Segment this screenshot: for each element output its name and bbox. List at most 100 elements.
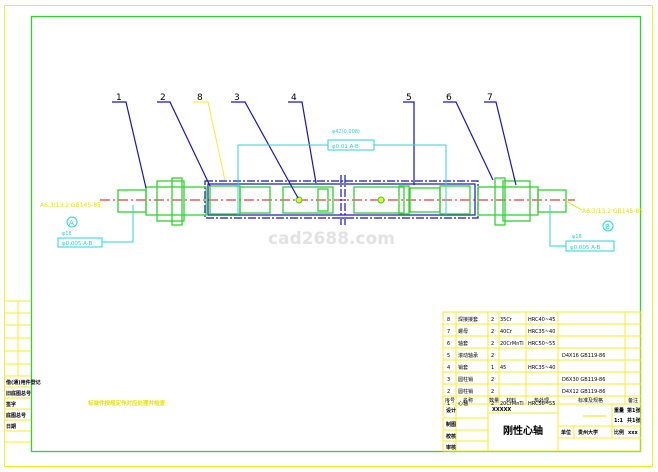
svg-text:热处理: 热处理	[534, 397, 549, 404]
balloon-4: 4	[291, 93, 297, 103]
bom-cell-material: 35Cr	[500, 317, 513, 323]
bom-cell-material: 20CrMnTi	[500, 341, 524, 347]
strip-label: 日期	[6, 423, 16, 430]
svg-text:φ0.005 A-B: φ0.005 A-B	[62, 241, 93, 247]
strip-label: 借(通)用件登记	[5, 379, 41, 386]
inner-frame	[30, 15, 642, 453]
bom-row: 6 轴套 2 20CrMnTi HRC50~55	[447, 340, 555, 347]
balloon-8: 8	[197, 93, 203, 103]
tech-note: 标准件按规定作对应处理并检查	[87, 399, 166, 407]
svg-text:φ18: φ18	[572, 234, 582, 240]
bom-cell-name: 滚动轴承	[458, 352, 478, 359]
school: 贵州大学	[578, 429, 598, 436]
outer-frame	[4, 5, 653, 467]
bom-cell-material: 45	[500, 365, 506, 371]
datum-b: B	[605, 223, 610, 231]
bom-cell-no: 2	[447, 389, 450, 395]
center-hole-dim-right: A6.3/13.2 GB145-85	[582, 208, 643, 215]
label-unit: 单位	[561, 429, 571, 436]
drawing-title: 刚性心轴	[503, 424, 543, 437]
balloon-6: 6	[446, 93, 452, 103]
sheets: 共1张	[627, 417, 641, 424]
bom-row: 2 圆柱销 2 D4X12 GB119-86	[447, 388, 605, 395]
sheet-label: 第1张	[627, 407, 641, 414]
tolerance-right: φ18 φ0.005 A-B	[549, 205, 615, 252]
bom-cell-name: 圆柱销	[458, 376, 473, 383]
bom-row: 4 销套 1 45 HRC35~40	[447, 364, 555, 371]
label-approve: 审核	[446, 444, 456, 451]
strip-label: 签字	[5, 401, 16, 408]
leader-lines	[112, 101, 517, 199]
strip-label: 底图总号	[5, 412, 26, 419]
label-check: 校核	[446, 433, 456, 440]
label-draw: 制图	[446, 421, 456, 428]
bom-cell-hardness: HRC35~40	[528, 365, 555, 371]
bom-cell-qty: 2	[491, 377, 494, 383]
center-hole-dim-left: A6.3/13.2 GB145-85	[40, 202, 101, 209]
bom-header: 序号 名称 数量 材料 热处理 标准及规格 备注	[445, 397, 638, 404]
bom-cell-name: 圆柱销	[458, 388, 473, 395]
balloon-7: 7	[487, 93, 493, 103]
bom-cell-hardness: HRC50~55	[528, 341, 555, 347]
svg-text:φ0.005 A-B: φ0.005 A-B	[570, 245, 601, 251]
bom-row: 8 焊接接套 2 35Cr HRC40~45	[447, 316, 555, 323]
bom-cell-no: 6	[447, 341, 450, 347]
balloon-3: 3	[234, 93, 240, 103]
watermark: cad2688.com	[268, 229, 395, 249]
bom-cell-qty: 2	[491, 389, 494, 395]
balloon-2: 2	[160, 93, 166, 103]
bom-cell-qty: 2	[491, 341, 494, 347]
shaft-assembly	[100, 175, 575, 226]
bom-row: 3 圆柱销 2 D6X30 GB119-86	[447, 376, 605, 383]
svg-text:序号: 序号	[445, 397, 455, 404]
balloon-5: 5	[406, 93, 412, 103]
bom-cell-qty: 2	[491, 317, 494, 323]
bom-cell-name: 焊接接套	[458, 316, 478, 323]
bom-cell-std: D4X12 GB119-86	[562, 389, 605, 395]
bom-cell-qty: 2	[491, 329, 494, 335]
title-block	[442, 311, 642, 452]
bom-cell-name: 销套	[458, 364, 468, 371]
tolerance-center: φ42(0.008) φ0.01 A-B	[237, 129, 447, 215]
bom-cell-std: D6X30 GB119-86	[562, 377, 605, 383]
scale: 1:1	[614, 418, 623, 424]
bom-row: 1 心轴 2 20CrMnTi HRC50~55	[447, 400, 555, 407]
bom-cell-no: 7	[447, 329, 450, 335]
bom-cell-no: 1	[447, 401, 450, 407]
drawing-code: XXXXX	[492, 407, 511, 413]
bom-cell-name: 轴套	[458, 340, 468, 347]
svg-text:数量: 数量	[489, 397, 499, 404]
bom-cell-qty: 2	[491, 353, 494, 359]
bom-cell-no: 5	[447, 353, 450, 359]
svg-text:φ42(0.008): φ42(0.008)	[332, 129, 360, 135]
balloon-1: 1	[116, 93, 122, 103]
svg-text:φ0.01 A-B: φ0.01 A-B	[332, 144, 359, 150]
svg-text:标准及规格: 标准及规格	[578, 397, 603, 404]
tolerance-left: φ18 φ0.005 A-B	[57, 205, 134, 248]
bom-cell-name: 心轴	[458, 400, 468, 407]
dept: xxx	[628, 430, 638, 436]
bom-cell-qty: 1	[491, 365, 494, 371]
label-design: 设计	[446, 407, 456, 414]
svg-text:备注: 备注	[628, 397, 638, 404]
label-scale: 比例	[614, 429, 624, 436]
datum-a: A	[69, 219, 74, 227]
bom-cell-material: 20CrMnTi	[500, 401, 524, 407]
bom-cell-no: 8	[447, 317, 450, 323]
bom-cell-hardness: HRC40~45	[528, 317, 555, 323]
label-weight: 重量	[614, 407, 624, 414]
svg-text:名称: 名称	[463, 397, 473, 404]
strip-label: 旧底图总号	[6, 390, 31, 397]
bom-cell-hardness: HRC50~55	[528, 401, 555, 407]
bom-cell-no: 3	[447, 377, 450, 383]
bom-cell-hardness: HRC35~40	[528, 329, 555, 335]
bom-cell-qty: 2	[491, 401, 494, 407]
bom-cell-no: 4	[447, 365, 450, 371]
svg-text:材料: 材料	[506, 397, 516, 404]
svg-text:φ18: φ18	[62, 231, 72, 237]
left-strip	[4, 300, 31, 443]
